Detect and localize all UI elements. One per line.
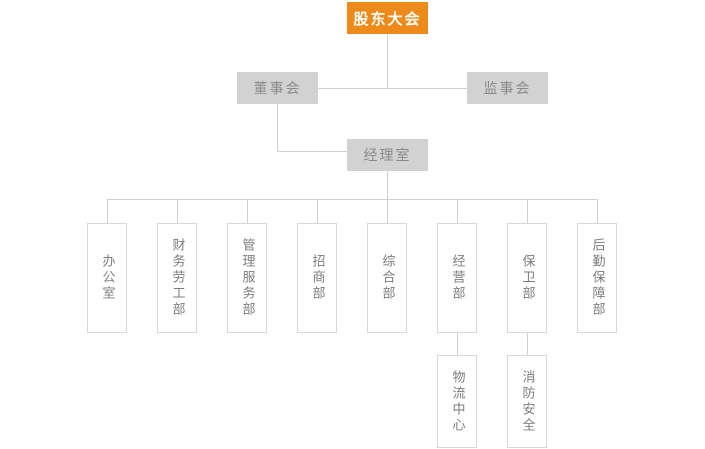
node-management-service-dept[interactable]: 管理服务部 [227,223,267,333]
connector-drop-investment-dept [317,199,318,223]
node-managers-office[interactable]: 经理室 [347,139,428,171]
connector-drop-logistics-support-dept [597,199,598,223]
connector-operations-to-logistics-center [457,333,458,355]
connector-security-to-fire-safety [527,333,528,355]
connector-drop-general-dept [387,199,388,223]
connector-manager-drop [387,171,388,199]
node-office[interactable]: 办公室 [87,223,127,333]
connector-drop-finance-labor-dept [177,199,178,223]
node-board-of-directors[interactable]: 董事会 [237,72,318,104]
node-finance-labor-dept[interactable]: 财务劳工部 [157,223,197,333]
connector-shareholders-to-bus [387,34,388,88]
node-board-of-supervisors[interactable]: 监事会 [467,72,548,104]
connector-drop-operations-dept [457,199,458,223]
node-operations-dept[interactable]: 经营部 [437,223,477,333]
connector-drop-office [107,199,108,223]
node-fire-safety[interactable]: 消防安全 [507,355,547,448]
connector-level2-bus [277,88,508,89]
node-security-dept[interactable]: 保卫部 [507,223,547,333]
node-shareholders-meeting[interactable]: 股东大会 [347,2,428,34]
connector-drop-management-service-dept [247,199,248,223]
connector-directors-drop [277,104,278,151]
node-logistics-center[interactable]: 物流中心 [437,355,477,448]
connector-drop-security-dept [527,199,528,223]
connector-departments-bus [107,199,598,200]
connector-directors-to-manager [277,151,348,152]
node-general-dept[interactable]: 综合部 [367,223,407,333]
node-logistics-support-dept[interactable]: 后勤保障部 [577,223,617,333]
node-investment-dept[interactable]: 招商部 [297,223,337,333]
